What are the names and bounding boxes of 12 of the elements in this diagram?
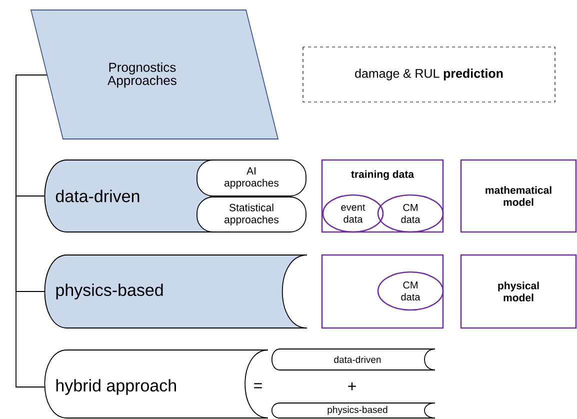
rounded-pill: AI approaches xyxy=(196,160,306,196)
outlined-box: mathematical model xyxy=(460,159,577,233)
ellipse-bubble: CM data xyxy=(377,194,444,233)
ellipse-bubble: event data xyxy=(322,194,384,233)
ellipse-bubble: CM data xyxy=(377,271,444,311)
outlined-box xyxy=(321,254,444,329)
operator-sign: = xyxy=(254,383,262,388)
outlined-box: physical model xyxy=(460,254,577,329)
rounded-pill: Statistical approaches xyxy=(196,196,306,232)
connector-line xyxy=(16,74,48,388)
operator-sign: + xyxy=(348,382,356,390)
dashed-box: damage & RUL prediction xyxy=(302,46,556,102)
